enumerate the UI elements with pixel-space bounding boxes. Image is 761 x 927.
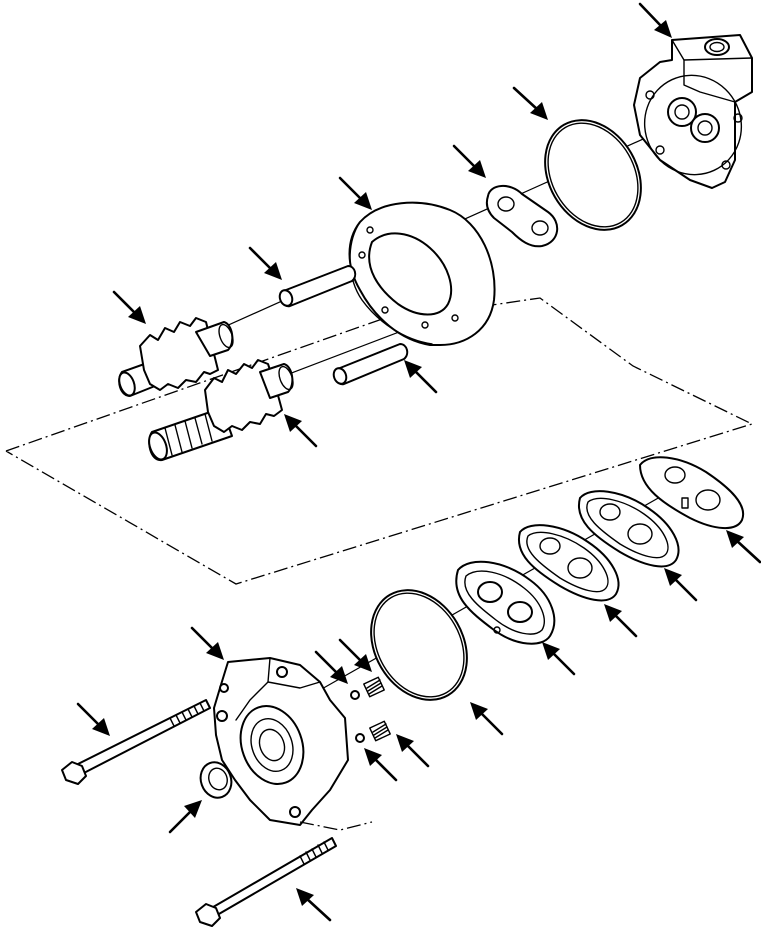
callout-arrow — [190, 626, 224, 660]
callout-arrow — [638, 2, 672, 38]
callout-arrow — [248, 246, 282, 280]
callout-arrow — [604, 604, 638, 638]
bolt-lower — [195, 837, 337, 927]
callout-arrow — [404, 360, 438, 394]
shaft-seal-part — [199, 761, 233, 799]
callout-arrow — [512, 86, 548, 120]
o-ring-upper — [544, 119, 642, 231]
callout-arrow — [664, 568, 698, 602]
callout-arrow — [452, 144, 486, 178]
dowel-pin-upper — [278, 265, 357, 308]
drive-gear-part — [148, 359, 294, 462]
callout-arrow — [284, 414, 318, 448]
callout-arrow — [726, 530, 761, 564]
check-ball-lower — [355, 733, 365, 743]
o-ring-lower — [370, 589, 468, 701]
callout-arrow — [168, 800, 202, 834]
callout-arrow — [296, 888, 332, 922]
front-body-part — [213, 657, 349, 826]
bolt-leader-line — [299, 821, 373, 831]
callout-arrow — [314, 650, 348, 684]
callout-arrow — [338, 176, 372, 210]
callout-arrow — [364, 748, 398, 782]
callout-arrow — [470, 702, 504, 736]
callout-arrow — [396, 734, 430, 768]
pressure-plate-part — [455, 560, 556, 645]
gear-group-outline — [5, 297, 754, 585]
callout-arrow — [338, 638, 372, 672]
gear-housing-part — [348, 201, 496, 346]
wear-plate-part — [577, 490, 680, 568]
spring-upper — [363, 676, 385, 698]
check-ball-upper — [350, 690, 360, 700]
callout-arrow — [542, 642, 576, 676]
gasket-plate-part — [517, 524, 620, 602]
bolt-upper — [61, 699, 211, 785]
dowel-pin-lower — [332, 343, 409, 386]
callout-arrow — [112, 290, 146, 324]
end-cover-part — [633, 34, 753, 189]
callout-arrows — [76, 2, 761, 922]
o-ring-upper-inner — [547, 122, 639, 228]
o-ring-lower-inner — [373, 592, 465, 698]
seal-plate-upper — [485, 185, 558, 248]
thrust-plate-part — [639, 456, 745, 529]
idler-gear-part — [118, 317, 234, 397]
callout-arrow — [76, 702, 110, 736]
spring-lower — [369, 720, 391, 742]
